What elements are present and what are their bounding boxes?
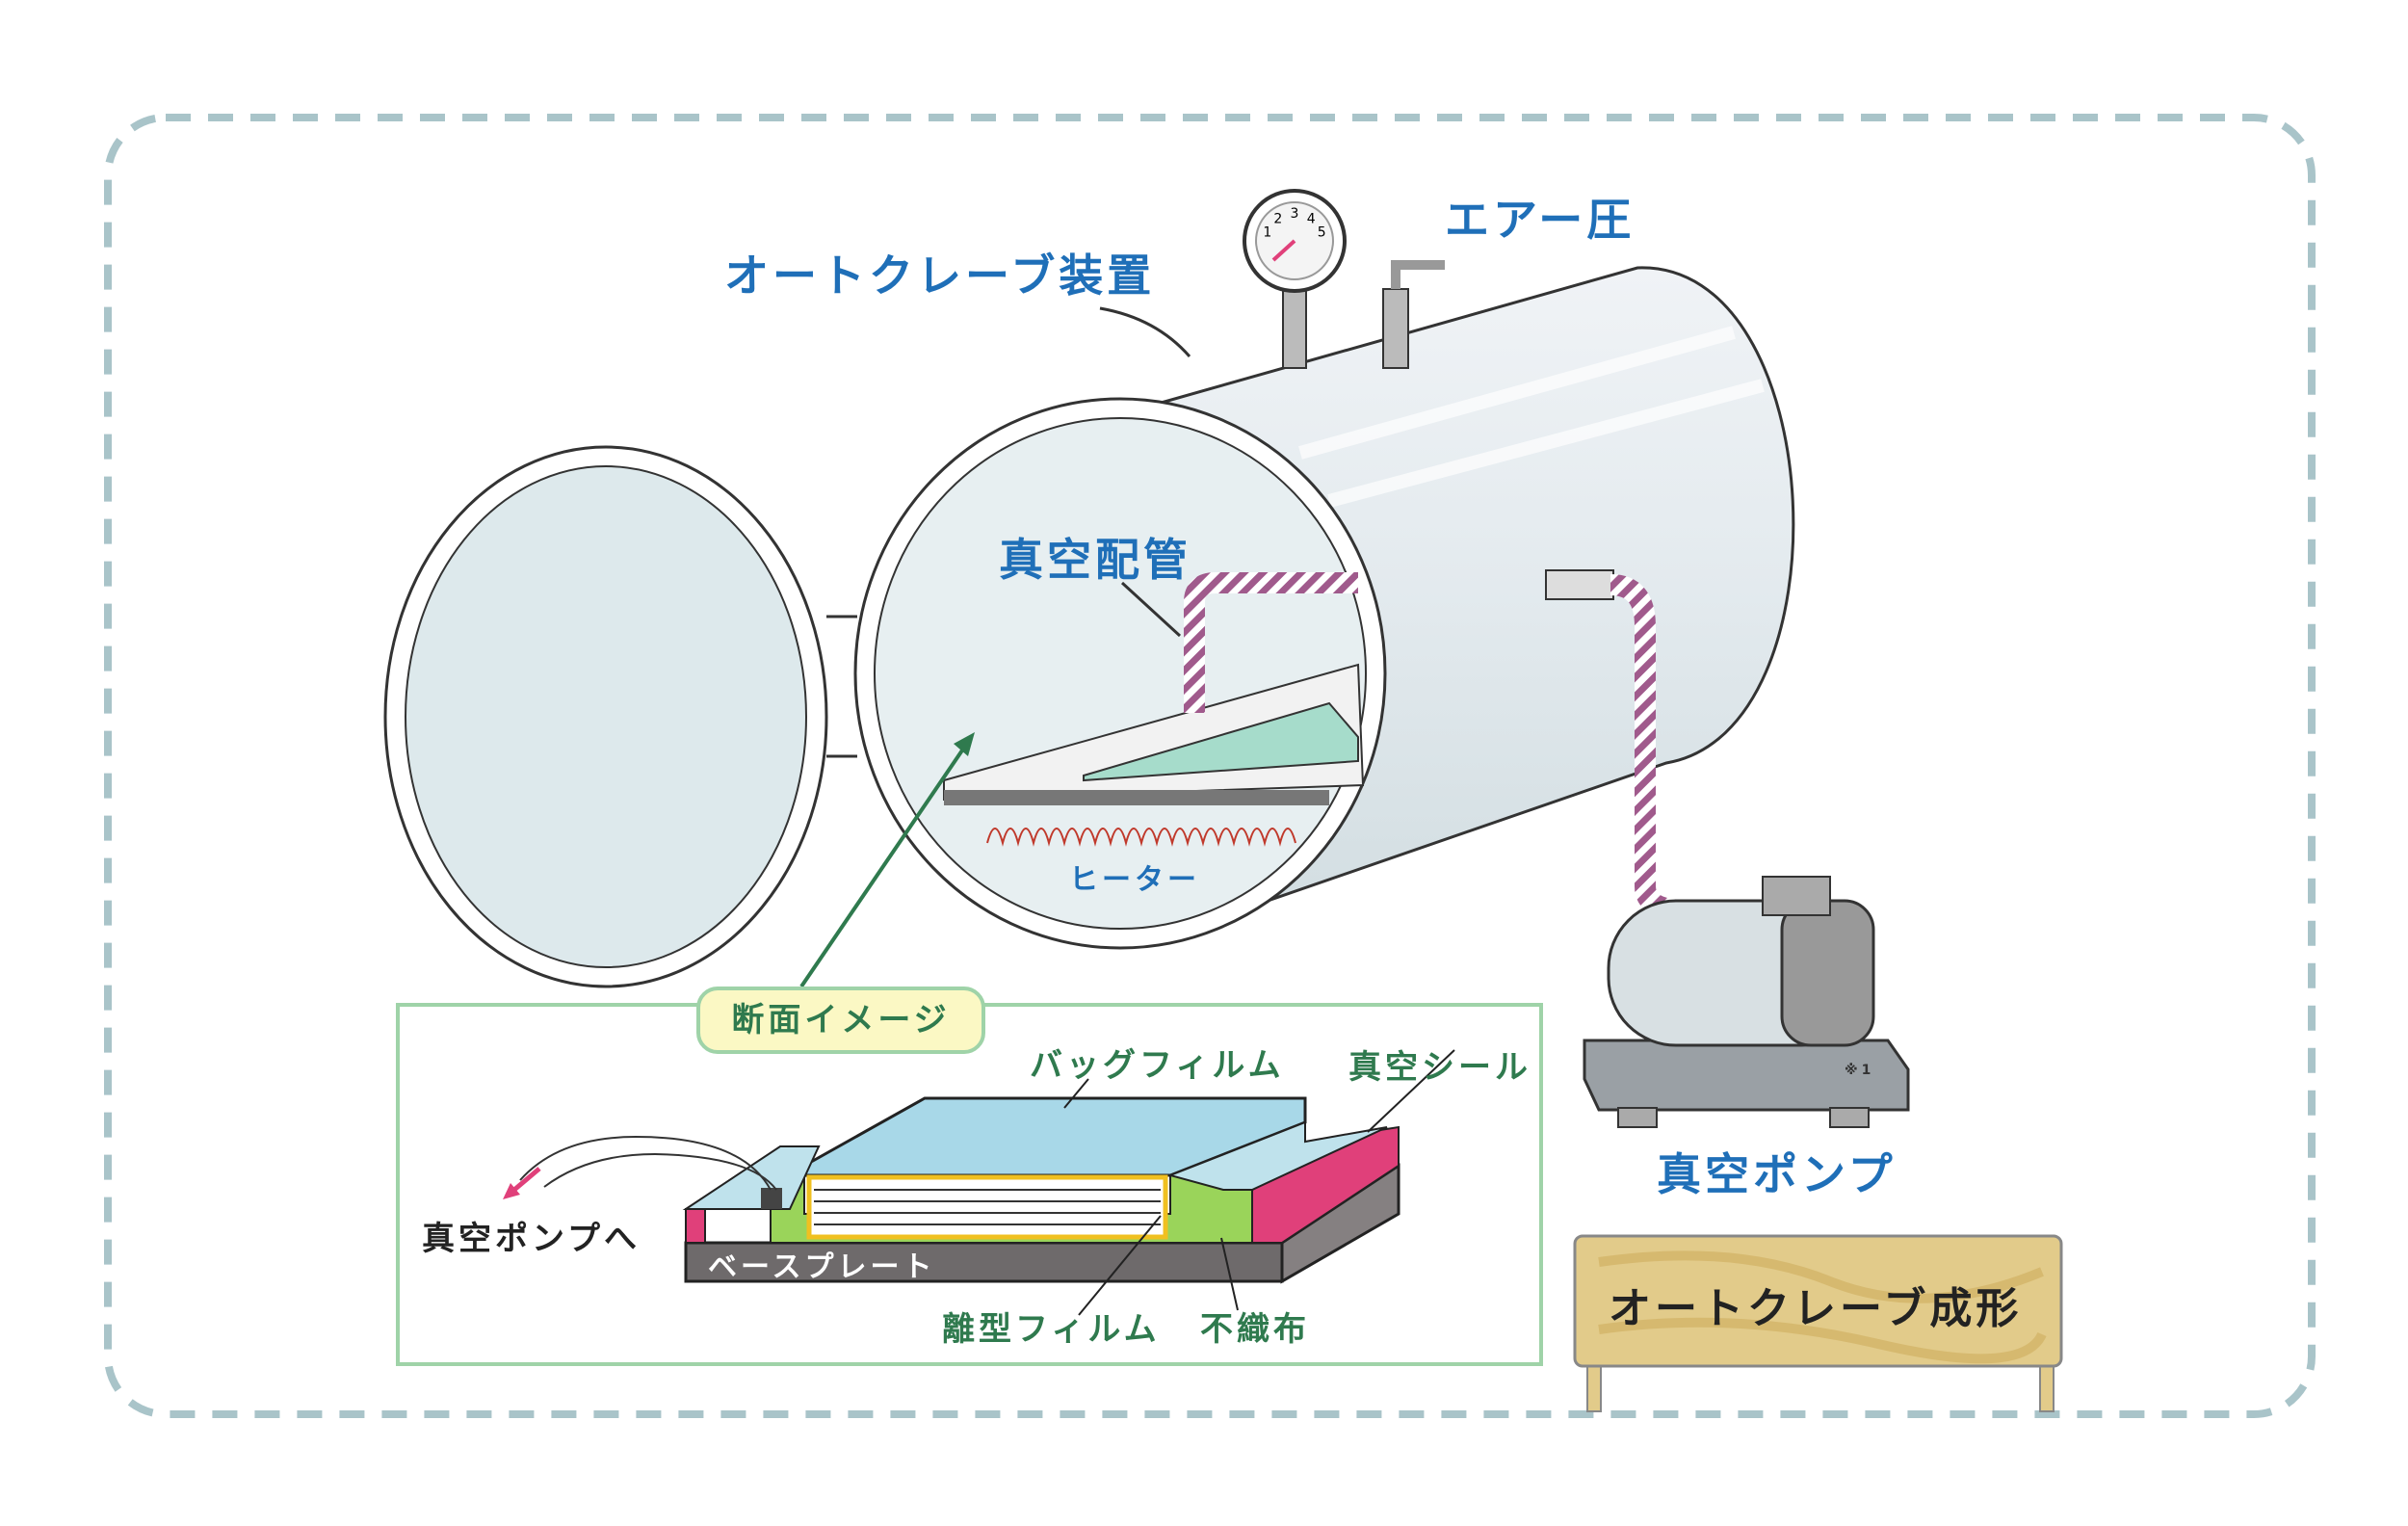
label-vacuum-pump: 真空ポンプ — [1657, 1148, 1897, 1200]
label-vacuum-seal: 真空シール — [1348, 1048, 1531, 1087]
release-film-layers — [806, 1174, 1168, 1240]
label-nonwoven: 不織布 — [1200, 1310, 1310, 1349]
vacuum-piping — [1184, 572, 1358, 713]
label-heater: ヒーター — [1069, 863, 1200, 897]
gauge-tick-label: 5 — [1318, 225, 1326, 241]
label-to-vacuum-pump: 真空ポンプへ — [422, 1220, 641, 1258]
cross-section-tag: 断面イメージ — [696, 987, 985, 1054]
pump-note: ※1 — [1845, 1063, 1875, 1078]
sign-board — [1573, 1234, 2063, 1368]
gauge-tick-label: 2 — [1273, 211, 1282, 226]
gauge-tick-label: 1 — [1263, 225, 1271, 241]
sign-title: オートクレーブ成形 — [1609, 1284, 2023, 1333]
gauge-tick-label: 4 — [1307, 211, 1316, 226]
mold-plate — [1083, 701, 1359, 782]
label-bag-film: バッグフィルム — [1030, 1046, 1285, 1085]
cross-section-pointer — [799, 740, 970, 988]
air-pipe — [1382, 288, 1409, 369]
gauge-tick-label: 3 — [1291, 206, 1299, 222]
label-base-plate: ベースプレート — [708, 1250, 936, 1284]
label-vacuum-piping: 真空配管 — [999, 534, 1191, 586]
label-air-pressure: エアー圧 — [1445, 194, 1636, 246]
label-autoclave: オートクレーブ装置 — [724, 250, 1156, 302]
dashed-frame — [104, 114, 2316, 1418]
heater-coil — [986, 828, 1296, 847]
label-release-film: 離型フィルム — [942, 1310, 1161, 1349]
pump-base — [1583, 1039, 1910, 1112]
